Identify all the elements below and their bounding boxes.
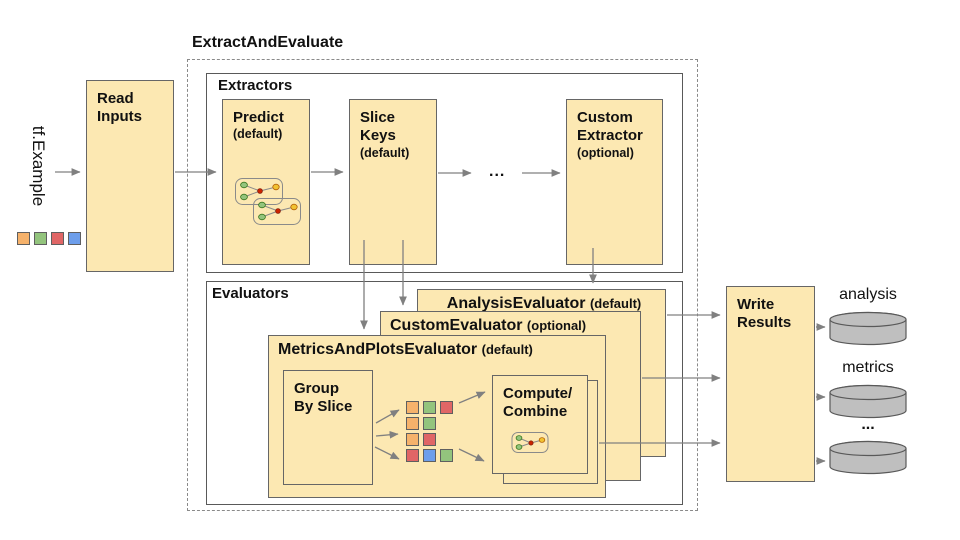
more-database-icon [829, 440, 907, 475]
input-legend-squares [17, 232, 81, 248]
red-square [51, 232, 64, 245]
read-inputs-title: Read Inputs [97, 90, 142, 126]
group-by-slice-box: Group By Slice [283, 370, 373, 485]
write-results-box: Write Results [726, 286, 815, 482]
orange-square [406, 433, 419, 446]
predict-qualifier: (default) [233, 127, 283, 142]
metrics-evaluator-title: MetricsAndPlotsEvaluator [278, 341, 478, 358]
extract-and-evaluate-container [187, 59, 698, 511]
orange-square [406, 401, 419, 414]
orange-square [17, 232, 30, 245]
green-square [423, 401, 436, 414]
slice-keys-extractor-box: Slice Keys (default) [349, 99, 437, 265]
metrics-database-icon [829, 384, 907, 419]
slice-keys-qualifier: (default) [360, 145, 410, 160]
compute-combine-box: Compute/ Combine [492, 375, 588, 474]
group-by-slice-title: Group By Slice [294, 380, 353, 416]
custom-evaluator-qualifier: (optional) [526, 318, 587, 333]
extractors-ellipsis: ... [489, 163, 506, 180]
metrics-evaluator-qualifier: (default) [481, 342, 533, 357]
analysis-evaluator-title: AnalysisEvaluator [446, 295, 586, 312]
blue-square [68, 232, 81, 245]
green-square [34, 232, 47, 245]
custom-evaluator-title: CustomEvaluator [390, 317, 523, 334]
output-label-metrics: metrics [842, 359, 894, 376]
custom-extractor-box: Custom Extractor (optional) [566, 99, 663, 265]
extract-and-evaluate-title: ExtractAndEvaluate [192, 34, 344, 51]
analysis-evaluator-qualifier: (default) [589, 296, 642, 311]
evaluators-container [206, 281, 683, 505]
evaluators-label: Evaluators [212, 285, 289, 302]
analysis-database-icon [829, 311, 907, 346]
predict-graph-icon [235, 178, 301, 225]
output-label-analysis: analysis [839, 286, 897, 303]
red-square [440, 401, 453, 414]
green-square [440, 449, 453, 462]
output-label-more: ... [861, 416, 875, 433]
slice-keys-title: Slice Keys [360, 109, 396, 145]
sliced-data-squares [406, 401, 453, 465]
compute-combine-graph-icon [511, 432, 549, 453]
compute-combine-title: Compute/ Combine [503, 385, 573, 421]
green-square [423, 417, 436, 430]
red-square [406, 449, 419, 462]
custom-extractor-title: Custom Extractor [577, 109, 643, 145]
orange-square [406, 417, 419, 430]
predict-title: Predict [233, 109, 284, 126]
red-square [423, 433, 436, 446]
read-inputs-box: Read Inputs [86, 80, 174, 272]
input-label: tf.Example [29, 125, 48, 207]
write-results-title: Write Results [737, 296, 792, 332]
extractors-label: Extractors [218, 77, 293, 94]
custom-extractor-qualifier: (optional) [577, 145, 634, 160]
blue-square [423, 449, 436, 462]
extractors-container [206, 73, 683, 273]
